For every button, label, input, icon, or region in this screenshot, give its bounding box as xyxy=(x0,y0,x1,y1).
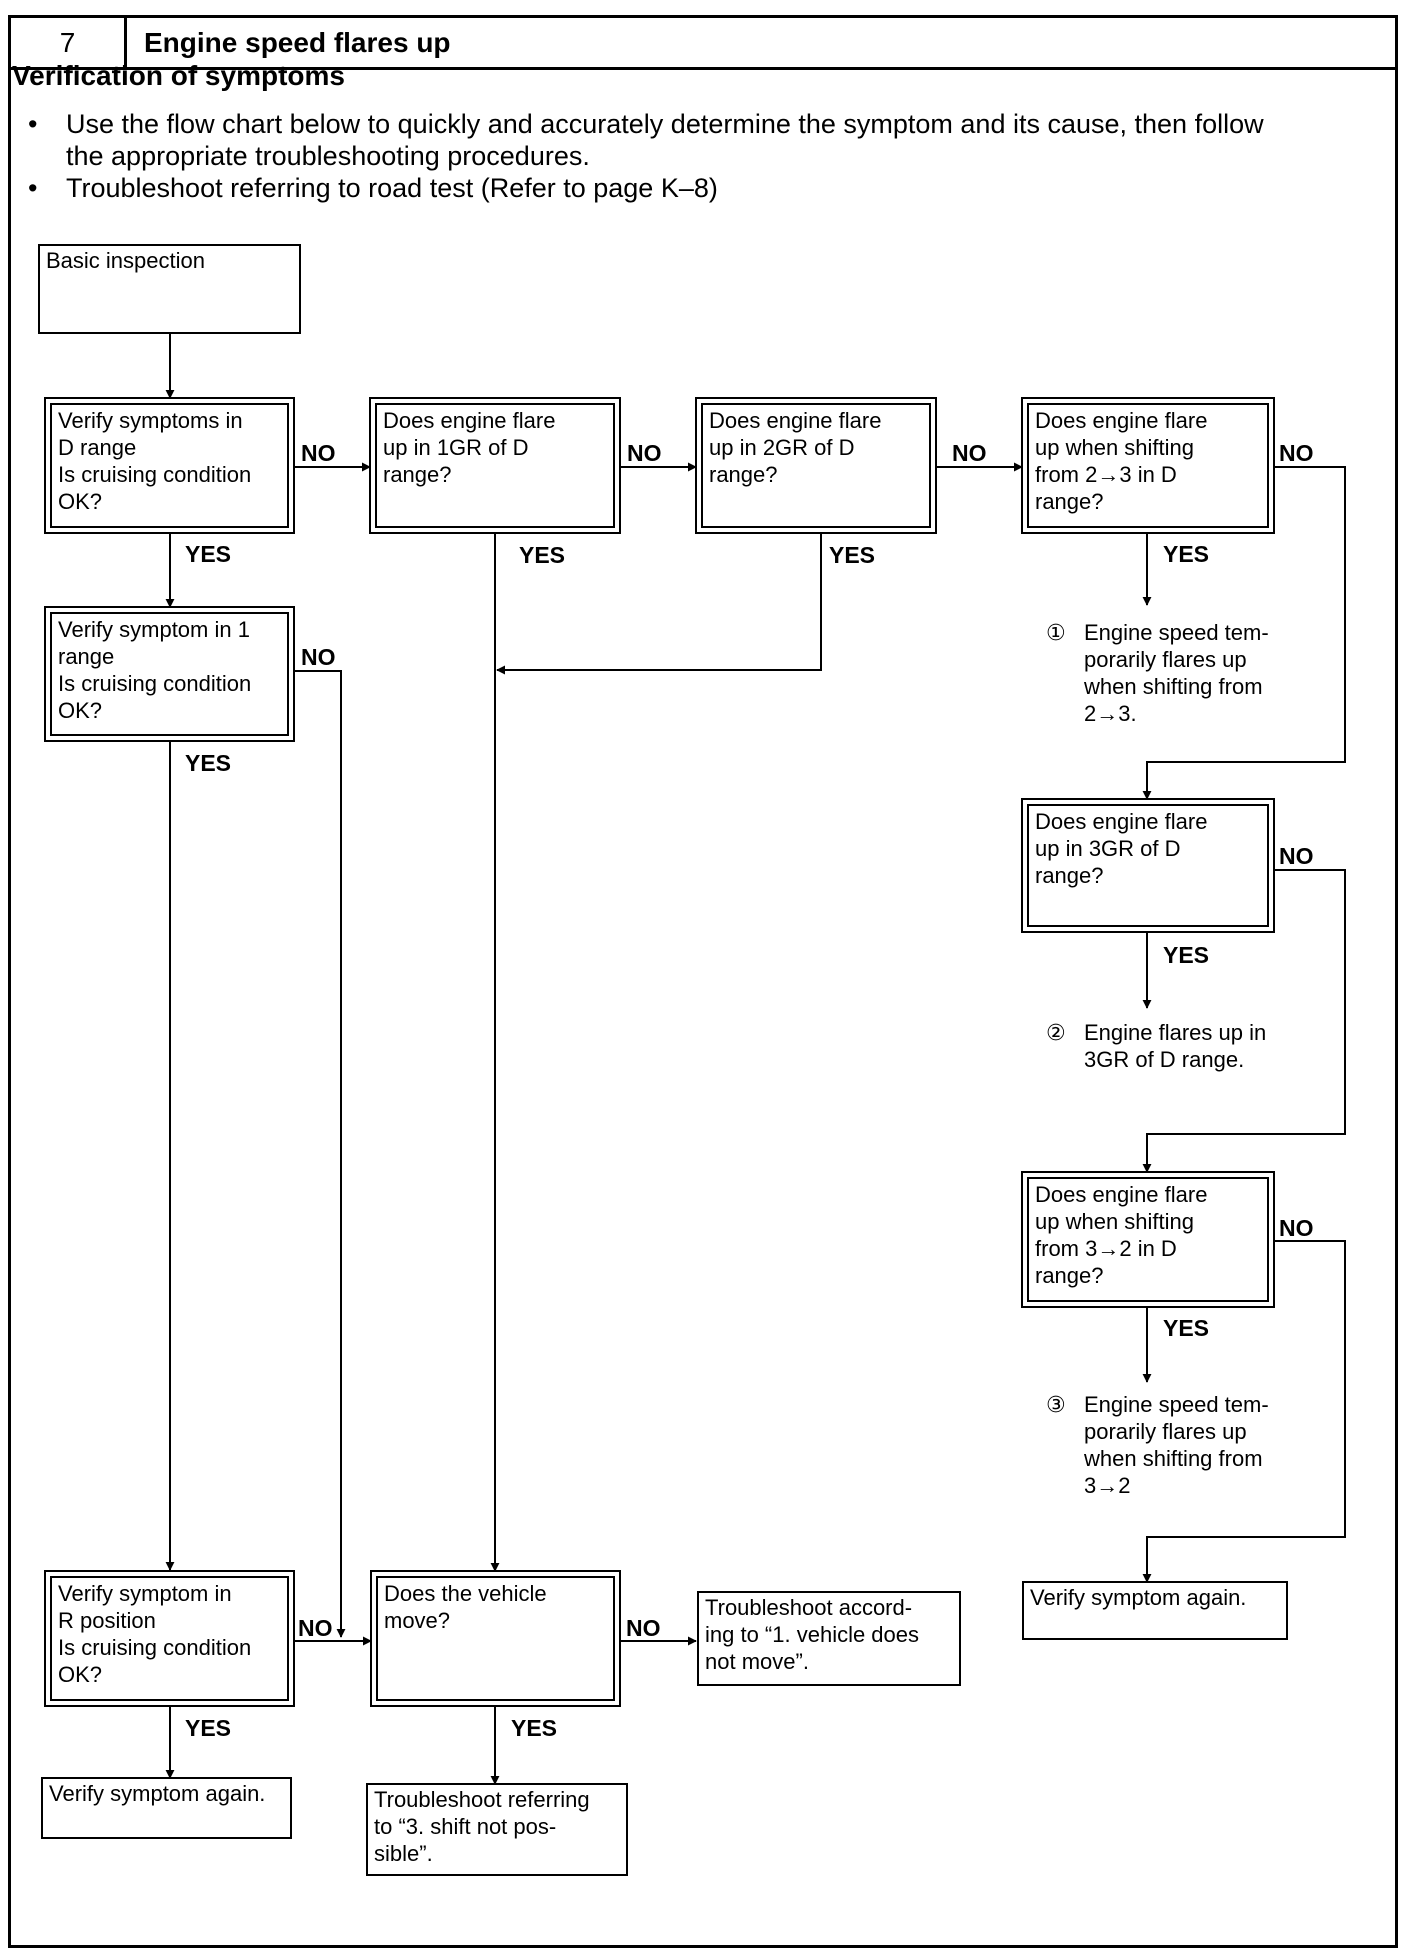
label-2gr-yes: YES xyxy=(829,542,875,568)
label-3to2-yes: YES xyxy=(1163,1315,1209,1341)
label-1-range-no: NO xyxy=(301,644,336,670)
connector-3to2-no xyxy=(1142,1240,1346,1583)
bullet-dot: • xyxy=(28,109,38,139)
section-number: 7 xyxy=(11,18,127,67)
node-end-verify-left: Verify symptom again. xyxy=(41,1777,292,1839)
label-1-range-yes: YES xyxy=(185,750,231,776)
instruction-item: • Troubleshoot referring to road test (Re… xyxy=(22,172,1382,204)
node-end-no-move-text: Troubleshoot accord-ing to “1. vehicle d… xyxy=(705,1595,919,1674)
instruction-text: the appropriate troubleshooting procedur… xyxy=(66,141,590,171)
instruction-item: • Use the flow chart below to quickly and… xyxy=(22,108,1382,172)
result-3-3to2-flare-marker: ③ xyxy=(1046,1392,1066,1417)
label-2to3-yes: YES xyxy=(1163,541,1209,567)
label-1gr-yes: YES xyxy=(519,542,565,568)
label-d-range-no: NO xyxy=(301,440,336,466)
label-r-position-no: NO xyxy=(298,1615,333,1641)
instruction-text: Troubleshoot referring to road test (Ref… xyxy=(66,173,718,203)
node-end-verify-right: Verify symptom again. xyxy=(1022,1581,1288,1640)
result-1-2to3-flare-marker: ① xyxy=(1046,620,1066,645)
page-frame: 7 Engine speed flares up xyxy=(8,15,1398,1948)
label-vehicle-move-no: NO xyxy=(626,1615,661,1641)
section-title: Engine speed flares up xyxy=(144,27,451,58)
edge-labels: NO NO NO NO YES YES YES YES NO YES NO YES NO YES NO NO Y… xyxy=(185,440,1314,1741)
result-2-3gr-flare-marker: ② xyxy=(1046,1020,1066,1045)
node-end-no-move: Troubleshoot accord-ing to “1. vehicle d… xyxy=(697,1591,961,1686)
label-3gr-no: NO xyxy=(1279,843,1314,869)
label-vehicle-move-yes: YES xyxy=(511,1715,557,1741)
instruction-text: Use the flow chart below to quickly and … xyxy=(66,109,1264,139)
node-end-verify-right-text: Verify symptom again. xyxy=(1030,1585,1246,1610)
label-2gr-no: NO xyxy=(952,440,987,466)
section-header: 7 Engine speed flares up xyxy=(11,18,1395,70)
connector-3gr-no xyxy=(1142,869,1346,1173)
subheading: Verification of symptoms xyxy=(12,60,345,91)
connector-1-range-no xyxy=(294,670,346,1638)
label-r-position-yes: YES xyxy=(185,1715,231,1741)
instruction-list: • Use the flow chart below to quickly and… xyxy=(22,108,1382,204)
label-d-range-yes: YES xyxy=(185,541,231,567)
connector-2gr-yes xyxy=(496,533,822,675)
label-3to2-no: NO xyxy=(1279,1215,1314,1241)
label-2to3-no: NO xyxy=(1279,440,1314,466)
connector-2to3-no xyxy=(1142,466,1346,800)
node-basic-inspection-text: Basic inspection xyxy=(46,248,205,273)
node-basic-inspection: Basic inspection xyxy=(38,244,301,334)
label-1gr-no: NO xyxy=(627,440,662,466)
node-end-verify-left-text: Verify symptom again. xyxy=(49,1781,265,1806)
bullet-dot: • xyxy=(28,173,38,203)
label-3gr-yes: YES xyxy=(1163,942,1209,968)
connectors xyxy=(165,333,1346,1785)
